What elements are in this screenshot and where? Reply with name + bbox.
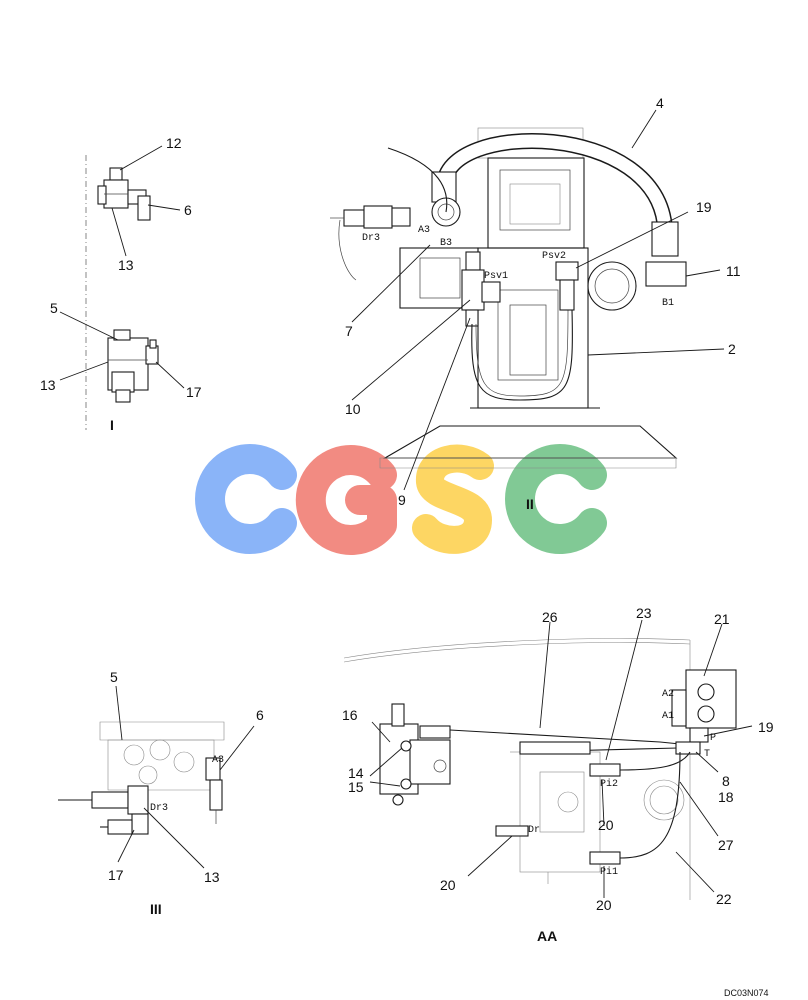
callout-aa-23: 23: [636, 605, 652, 621]
callout-aa-14: 14: [348, 765, 364, 781]
callout-ii-10: 10: [345, 401, 361, 417]
callout-aa-18: 18: [718, 789, 734, 805]
callout-ii-2: 2: [728, 341, 736, 357]
valve-block-lower: [107, 329, 159, 403]
view-label-i: I: [110, 417, 114, 433]
port-label-iii-a3: A3: [212, 755, 224, 766]
port-label-psv2: Psv2: [542, 251, 566, 262]
port-label-dr: Dr: [528, 825, 540, 836]
callout-aa-15: 15: [348, 779, 364, 795]
port-label-psv1: Psv1: [484, 271, 508, 282]
callout-aa-20c: 20: [596, 897, 612, 913]
callout-aa-26: 26: [542, 609, 558, 625]
port-label-dr3: Dr3: [362, 233, 380, 244]
view-label-iii: III: [150, 901, 162, 917]
callout-i-13b: 13: [40, 377, 56, 393]
callout-aa-27: 27: [718, 837, 734, 853]
watermark-letter-c2: [505, 444, 607, 554]
callout-ii-11: 11: [726, 263, 741, 279]
port-label-p: P: [710, 733, 716, 744]
callout-ii-19: 19: [696, 199, 712, 215]
port-label-iii-dr3: Dr3: [150, 803, 168, 814]
callout-iii-17: 17: [108, 867, 124, 883]
callout-ii-4: 4: [656, 95, 664, 111]
callout-iii-6: 6: [256, 707, 264, 723]
cgsc-watermark: [195, 444, 607, 555]
callout-aa-20b: 20: [440, 877, 456, 893]
callout-iii-5: 5: [110, 669, 118, 685]
view-label-aa: AA: [537, 928, 557, 944]
callout-i-6: 6: [184, 202, 192, 218]
tee-fitting-upper: [97, 167, 151, 221]
callout-i-12: 12: [166, 135, 182, 151]
port-label-pi2: Pi2: [600, 778, 618, 790]
view-aa: A2 A1 P T Pi2 Dr Pi1 26 23 21 16 19 14 1…: [342, 605, 774, 944]
callout-i-5: 5: [50, 300, 58, 316]
view-label-ii: II: [526, 496, 534, 512]
callout-i-13a: 13: [118, 257, 134, 273]
port-label-a2: A2: [662, 689, 674, 700]
callout-aa-19: 19: [758, 719, 774, 735]
view-ii: Dr3 A3 B3 Psv1 Psv2 B1 4 19 11 2 7 10 9 …: [330, 95, 741, 512]
port-label-a3: A3: [418, 225, 430, 236]
callout-iii-13: 13: [204, 869, 220, 885]
callout-ii-9: 9: [398, 492, 406, 508]
port-label-b1: B1: [662, 298, 674, 309]
callout-ii-7: 7: [345, 323, 353, 339]
view-iii: A3 Dr3 5 6 17 13 III: [58, 669, 264, 917]
port-label-b3: B3: [440, 238, 452, 249]
callout-aa-16: 16: [342, 707, 358, 723]
callout-aa-22: 22: [716, 891, 732, 907]
port-label-t: T: [704, 749, 710, 760]
watermark-letter-c1: [195, 444, 297, 554]
port-label-a1: A1: [662, 711, 674, 722]
watermark-letter-g: [295, 445, 397, 555]
callout-i-17: 17: [186, 384, 202, 400]
port-label-pi1: Pi1: [600, 866, 618, 878]
callout-aa-20a: 20: [598, 817, 614, 833]
drawing-code: DC03N074: [724, 988, 769, 998]
callout-aa-8: 8: [722, 773, 730, 789]
watermark-letter-s: [412, 444, 494, 554]
pump-body: [379, 127, 678, 469]
callout-aa-21: 21: [714, 611, 730, 627]
view-i: 12 6 13 5 13 17 I: [40, 135, 202, 433]
